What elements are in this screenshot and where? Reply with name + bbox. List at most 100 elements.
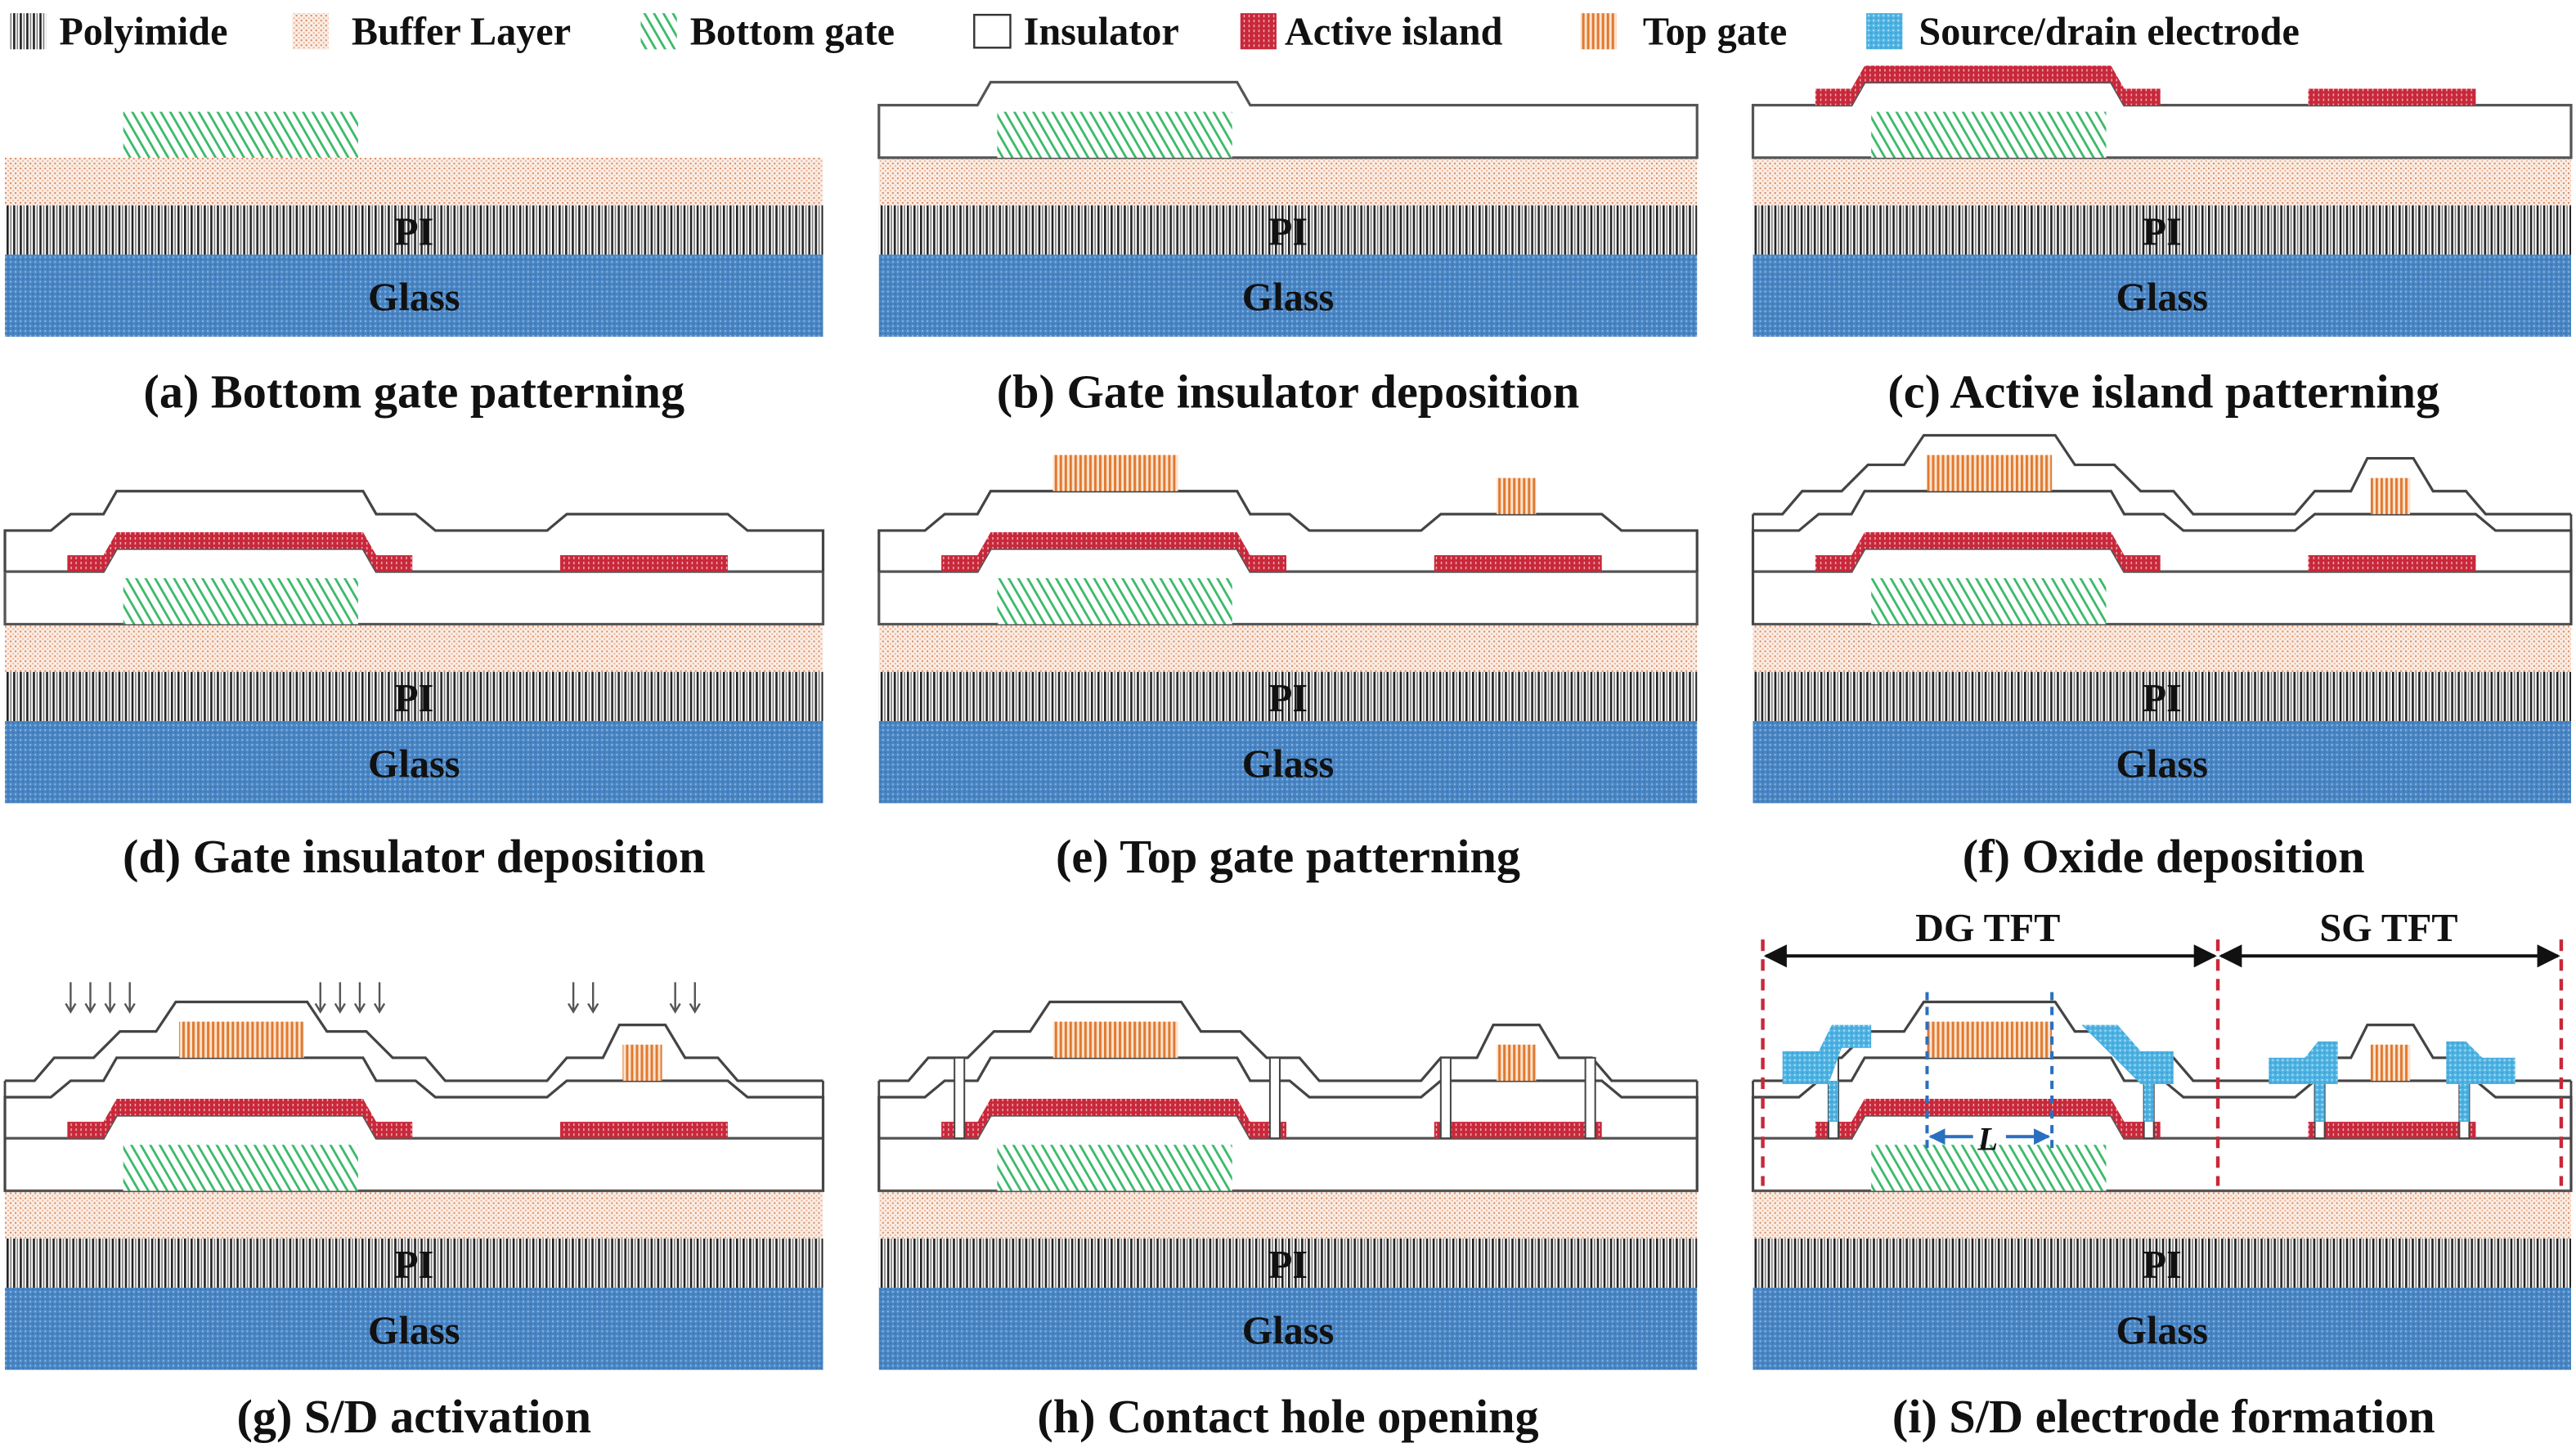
bottom-gate — [997, 578, 1232, 625]
pi-label: PI — [2143, 677, 2182, 720]
ion-implant-arrowhead — [353, 1002, 366, 1014]
glass-label: Glass — [368, 1309, 460, 1352]
legend-label: Insulator — [1024, 10, 1179, 53]
contact-hole — [1439, 1056, 1452, 1140]
caption-b: (b) Gate insulator deposition — [997, 365, 1580, 418]
caption-c: (c) Active island patterning — [1887, 365, 2439, 418]
gate-insulator-2 — [1751, 490, 2573, 572]
active-island-sg — [1434, 1122, 1602, 1139]
top-gate-sg — [1497, 1044, 1537, 1081]
glass-layer — [878, 254, 1698, 337]
oxide-layer — [1752, 433, 2571, 516]
buffer-layer — [878, 1190, 1698, 1239]
ion-implant-arrowhead — [334, 1002, 346, 1014]
top-gate-dg — [1052, 1021, 1178, 1058]
legend-label: Buffer Layer — [352, 10, 571, 53]
ion-implant-arrowhead — [669, 1002, 681, 1014]
legend-item-buffer: Buffer Layer — [292, 10, 571, 53]
bottom-gate — [123, 1145, 358, 1191]
buffer-swatch — [292, 13, 329, 50]
active-island-dg — [67, 1099, 413, 1139]
top-gate-sg — [1497, 477, 1537, 514]
active-island-sg — [560, 555, 728, 572]
polyimide-layer — [878, 205, 1698, 255]
glass-layer — [878, 720, 1698, 804]
polyimide-layer — [1752, 1238, 2571, 1288]
panel-f: PI Glass — [1751, 433, 2573, 804]
dg-tft-label: DG TFT — [1915, 907, 2060, 950]
legend-label: Top gate — [1643, 10, 1787, 53]
captions: (a) Bottom gate patterning (b) Gate insu… — [123, 365, 2439, 1443]
buffer-layer — [5, 624, 824, 672]
insulator-swatch — [973, 13, 1012, 49]
caption-i: (i) S/D electrode formation — [1892, 1390, 2435, 1443]
polyimide-layer — [1752, 671, 2571, 721]
top-gate-dg — [1052, 455, 1178, 491]
polyimide-layer — [5, 1238, 824, 1288]
drain-electrode-sg — [2446, 1041, 2515, 1084]
ion-implant-arrowhead — [104, 1002, 116, 1014]
polyimide-layer — [5, 671, 824, 721]
top-gate-sg — [622, 1044, 662, 1081]
drain-via-sg — [2459, 1080, 2470, 1123]
glass-label: Glass — [1242, 742, 1335, 786]
pi-label: PI — [2143, 210, 2182, 253]
ion-implant-arrowhead — [689, 1002, 701, 1014]
active-island-sg — [560, 1122, 728, 1139]
top-gate-dg — [178, 1021, 304, 1058]
active-island-dg — [1815, 531, 2161, 572]
active-island-swatch — [1240, 13, 1277, 50]
glass-label: Glass — [1242, 1309, 1335, 1352]
polyimide-layer — [878, 1238, 1698, 1288]
legend-item-source-drain: Source/drain electrode — [1866, 10, 2300, 53]
caption-h: (h) Contact hole opening — [1037, 1390, 1538, 1443]
pi-label: PI — [1268, 1244, 1308, 1287]
caption-g: (g) S/D activation — [236, 1390, 591, 1443]
polyimide-swatch — [10, 13, 47, 50]
bottom-gate — [1871, 578, 2107, 625]
ion-implant-arrowhead — [65, 1002, 77, 1014]
ion-implant-arrowhead — [587, 1002, 599, 1014]
bottom-gate-swatch — [640, 13, 677, 50]
oxide-layer — [878, 1000, 1698, 1082]
glass-label: Glass — [2116, 742, 2208, 786]
caption-f: (f) Oxide deposition — [1963, 830, 2365, 883]
glass-label: Glass — [368, 276, 460, 320]
buffer-layer — [878, 624, 1698, 672]
legend-item-bottom-gate: Bottom gate — [640, 10, 895, 53]
legend-item-top-gate: Top gate — [1580, 10, 1787, 53]
glass-layer — [1752, 254, 2571, 337]
top-gate-dg — [1927, 1021, 2053, 1058]
caption-a: (a) Bottom gate patterning — [143, 365, 684, 418]
panels: PIGlassPIGlassPIGlassPIGlassPIGlassPIGla… — [3, 65, 2573, 1370]
ion-implant-arrowhead — [123, 1002, 136, 1014]
legend-label: Source/drain electrode — [1919, 10, 2299, 53]
buffer-layer — [1752, 624, 2571, 672]
pi-label: PI — [394, 677, 433, 720]
panel-a: PI Glass — [5, 111, 824, 337]
oxide-layer — [5, 1000, 824, 1082]
bottom-gate — [123, 578, 358, 625]
glass-layer — [5, 1288, 824, 1370]
bottom-gate — [123, 111, 358, 158]
glass-layer — [1752, 720, 2571, 804]
contact-hole — [1584, 1056, 1596, 1140]
legend-label: Bottom gate — [690, 10, 895, 53]
bottom-gate — [997, 1145, 1232, 1191]
polyimide-layer — [1752, 205, 2571, 255]
glass-layer — [5, 254, 824, 337]
source-via-dg — [1828, 1080, 1838, 1123]
buffer-layer — [1752, 157, 2571, 206]
channel-length-label: L — [1977, 1120, 1999, 1157]
pi-label: PI — [394, 210, 433, 253]
top-gate-sg — [2370, 1044, 2411, 1081]
sg-tft-label: SG TFT — [2319, 907, 2457, 950]
active-island-dg — [1815, 1099, 2161, 1139]
buffer-layer — [1752, 1190, 2571, 1239]
